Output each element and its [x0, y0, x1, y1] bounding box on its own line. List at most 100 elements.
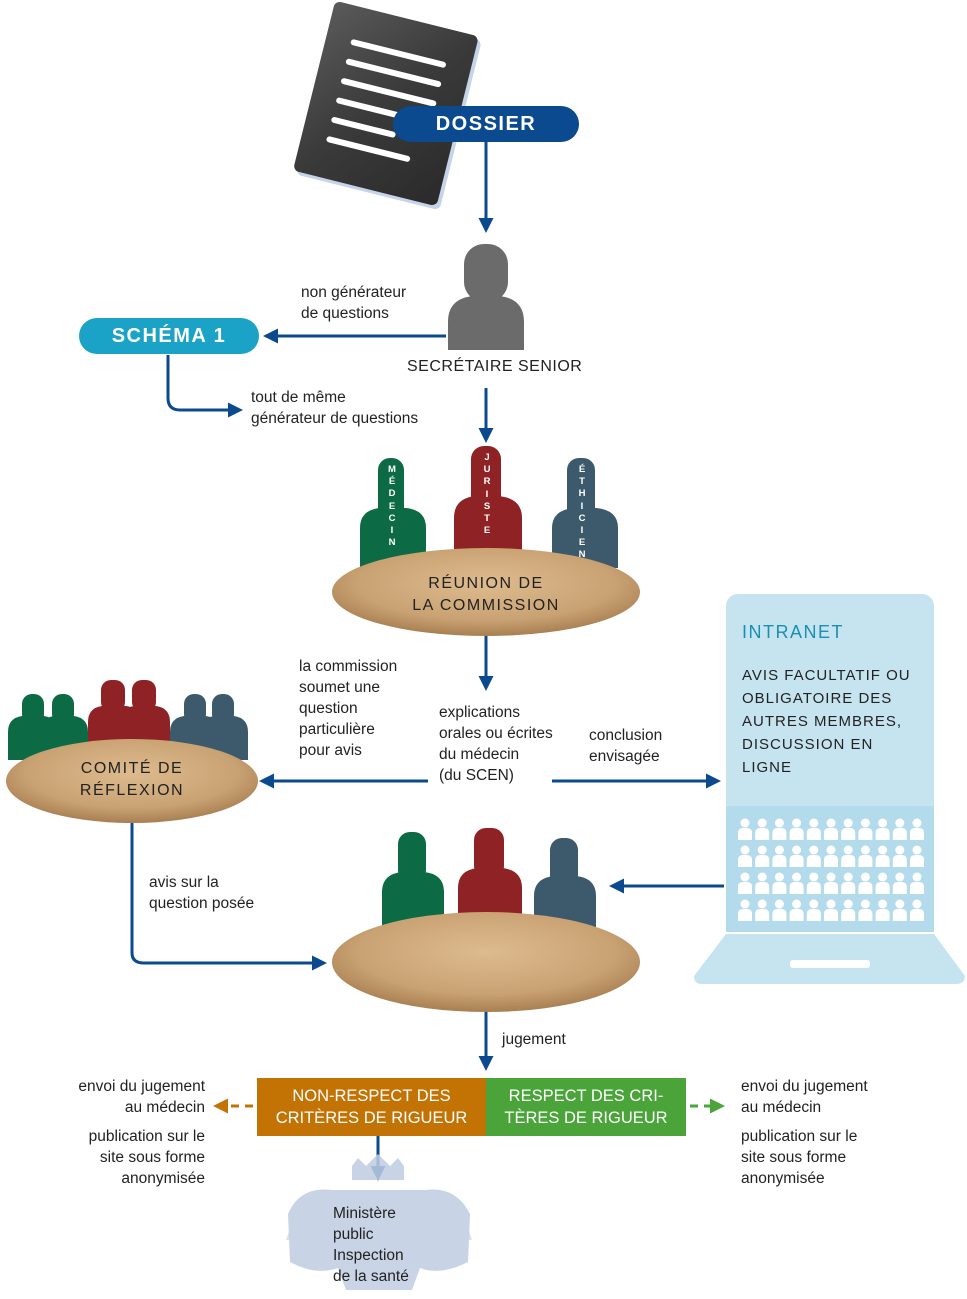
participant-icon	[858, 828, 873, 840]
left-envoi-note: envoi du jugement au médecin	[78, 1076, 205, 1118]
participant-icon	[792, 818, 802, 828]
box-line: TÈRES DE RIGUEUR	[504, 1109, 668, 1127]
intranet-description: AVIS FACULTATIF OU OBLIGATOIRE DES AUTRE…	[742, 664, 911, 779]
note-line: envisagée	[589, 748, 660, 765]
dossier-pill[interactable]: DOSSIER	[393, 106, 579, 142]
commission-members	[360, 446, 618, 568]
comite-table	[6, 739, 258, 823]
participant-icon	[860, 845, 870, 855]
respect-box[interactable]: RESPECT DES CRI- TÈRES DE RIGUEUR	[486, 1078, 686, 1136]
participant-icon	[875, 909, 890, 921]
note-line: site sous forme	[741, 1149, 847, 1166]
note-line: du médecin	[439, 746, 520, 763]
participant-icon	[912, 818, 922, 828]
right-publication-note: publication sur le site sous forme anony…	[741, 1126, 857, 1189]
note-conclusion: conclusion envisagée	[589, 725, 662, 767]
participant-icon	[755, 828, 770, 840]
note-line: non générateur	[301, 284, 407, 301]
participant-icon	[755, 909, 770, 921]
note-line: orales ou écrites	[439, 725, 553, 742]
participant-icon	[772, 828, 787, 840]
participant-icon	[843, 818, 853, 828]
intranet-line: DISCUSSION EN	[742, 736, 874, 753]
participant-icon	[738, 828, 752, 840]
participant-icon	[772, 909, 787, 921]
participant-icon	[774, 818, 784, 828]
participant-icon	[892, 828, 907, 840]
note-line: (du SCEN)	[439, 767, 514, 784]
participant-icon	[774, 872, 784, 882]
secretary-person-icon	[448, 244, 524, 350]
participant-icon	[772, 882, 787, 894]
participant-icon	[738, 882, 752, 894]
participant-icon	[740, 872, 750, 882]
note-line: question	[299, 700, 358, 717]
dossier-label: DOSSIER	[435, 112, 537, 135]
note-line: envoi du jugement	[741, 1078, 868, 1095]
commission-table	[332, 548, 640, 636]
participant-icon	[860, 899, 870, 909]
note-line: conclusion	[589, 727, 663, 744]
ministere-line: Ministère	[333, 1205, 396, 1222]
ministere-line: de la santé	[333, 1268, 409, 1285]
participant-icon	[806, 855, 821, 867]
participant-icon	[841, 828, 856, 840]
deliberation-table	[332, 912, 640, 1012]
participant-icon	[824, 855, 838, 867]
participant-icon	[843, 872, 853, 882]
intranet-line: AVIS FACULTATIF OU	[742, 667, 911, 684]
note-question: la commission soumet une question partic…	[299, 656, 397, 761]
participant-icon	[772, 855, 787, 867]
note-line: explications	[439, 704, 520, 721]
commission-label: RÉUNION DE LA COMMISSION	[386, 573, 586, 617]
participant-icon	[878, 818, 888, 828]
intranet-title: INTRANET	[742, 622, 844, 642]
participant-icon	[789, 882, 804, 894]
note-line: publication sur le	[741, 1128, 858, 1145]
intranet-line: AUTRES MEMBRES,	[742, 713, 903, 730]
note-line: avis sur la	[149, 874, 219, 891]
note-line: de questions	[301, 305, 389, 322]
participant-icon	[826, 845, 836, 855]
document-icon	[294, 1, 481, 210]
note-line: au médecin	[124, 1099, 205, 1116]
participant-icon	[792, 899, 802, 909]
participant-icon	[738, 909, 752, 921]
note-line: la commission	[299, 658, 398, 675]
royal-crest-icon	[286, 1154, 472, 1290]
participant-icon	[789, 855, 804, 867]
note-line: soumet une	[299, 679, 380, 696]
participant-icon	[892, 855, 907, 867]
note-line: particulière	[299, 721, 375, 738]
participant-icon	[792, 845, 802, 855]
participant-icon	[910, 828, 924, 840]
participant-icon	[824, 828, 838, 840]
note-line: anonymisée	[121, 1170, 205, 1187]
intranet-laptop	[694, 594, 965, 984]
participant-icon	[843, 899, 853, 909]
comite-label: COMITÉ DE RÉFLEXION	[37, 758, 227, 802]
note-jugement: jugement	[502, 1031, 566, 1048]
participant-icon	[841, 855, 856, 867]
participant-icon	[858, 882, 873, 894]
secretary-label: SECRÉTAIRE SENIOR	[407, 358, 583, 375]
note-explications: explications orales ou écrites du médeci…	[439, 702, 553, 786]
participant-icon	[774, 899, 784, 909]
participant-icon	[875, 882, 890, 894]
participant-icon	[809, 899, 819, 909]
schema1-pill[interactable]: SCHÉMA 1	[79, 318, 259, 354]
participant-icon	[892, 909, 907, 921]
participant-icon	[895, 845, 905, 855]
participant-icon	[895, 818, 905, 828]
participant-icon	[892, 882, 907, 894]
box-line: NON-RESPECT DES	[292, 1087, 451, 1105]
participant-icon	[841, 882, 856, 894]
deliberation-members	[382, 828, 596, 930]
box-line: RESPECT DES CRI-	[508, 1087, 664, 1105]
non-respect-box[interactable]: NON-RESPECT DES CRITÈRES DE RIGUEUR	[257, 1078, 486, 1136]
participant-icon	[826, 818, 836, 828]
